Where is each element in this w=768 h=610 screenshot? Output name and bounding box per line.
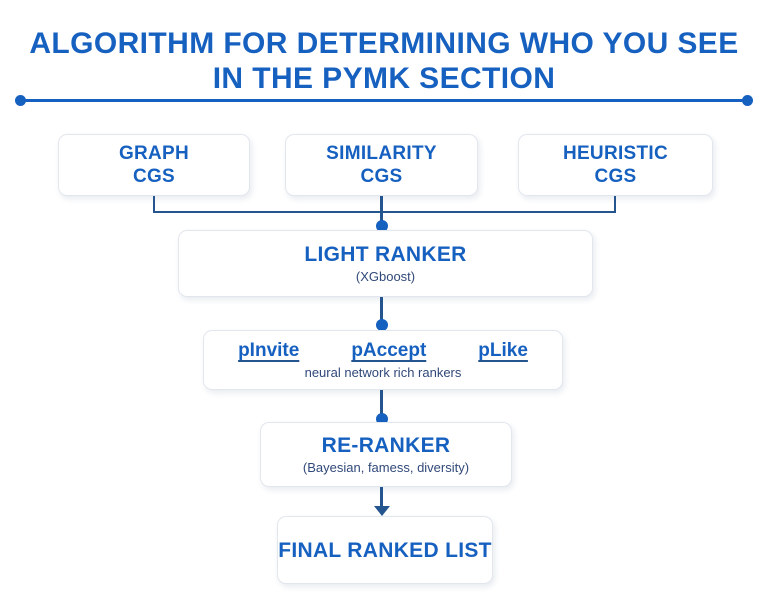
diagram-title: ALGORITHM FOR DETERMINING WHO YOU SEE IN… [0, 26, 768, 96]
connector-rich-to-reranker [380, 390, 383, 422]
rich-rankers-links: pInvite pAccept pLike [238, 340, 528, 362]
connector-dot-icon [376, 319, 388, 331]
connector-stub-graph [153, 196, 155, 212]
node-similarity-cgs-label: SIMILARITY CGS [326, 142, 437, 188]
node-graph-cgs-label: GRAPH CGS [119, 142, 189, 188]
link-plike: pLike [478, 340, 528, 361]
connector-similarity-to-light-ranker [380, 196, 383, 231]
light-ranker-subtitle: (XGboost) [355, 269, 416, 284]
node-heuristic-cgs-label: HEURISTIC CGS [563, 142, 668, 188]
node-final-ranked-list: FINAL RANKED LIST [277, 516, 493, 584]
rich-rankers-subtitle: neural network rich rankers [304, 365, 462, 380]
similarity-cgs-line2: CGS [360, 166, 403, 187]
connector-dot-icon [376, 220, 388, 232]
graph-cgs-line2: CGS [132, 166, 176, 187]
link-pinvite: pInvite [238, 340, 300, 361]
divider-right-dot-icon [742, 95, 753, 106]
node-light-ranker: LIGHT RANKER (XGboost) [178, 230, 593, 297]
re-ranker-subtitle: (Bayesian, famess, diversity) [302, 460, 470, 475]
re-ranker-title: RE-RANKER [321, 434, 451, 457]
title-line-2: IN THE PYMK SECTION [212, 62, 556, 95]
divider-left-dot-icon [15, 95, 26, 106]
heuristic-cgs-line1: HEURISTIC [562, 143, 669, 164]
final-ranked-list-title: FINAL RANKED LIST [278, 538, 492, 562]
heuristic-cgs-line2: CGS [594, 166, 637, 187]
similarity-cgs-line1: SIMILARITY [326, 143, 437, 164]
arrow-down-icon [374, 506, 390, 516]
graph-cgs-line1: GRAPH [118, 143, 190, 164]
node-similarity-cgs: SIMILARITY CGS [285, 134, 478, 196]
title-line-1: ALGORITHM FOR DETERMINING WHO YOU SEE [29, 27, 739, 60]
node-rich-rankers: pInvite pAccept pLike neural network ric… [203, 330, 563, 390]
connector-light-to-rich [380, 297, 383, 330]
connector-horizontal [153, 211, 616, 213]
link-paccept: pAccept [351, 340, 427, 361]
connector-stub-heuristic [614, 196, 616, 212]
light-ranker-title: LIGHT RANKER [304, 243, 467, 266]
title-divider [15, 95, 753, 106]
node-heuristic-cgs: HEURISTIC CGS [518, 134, 713, 196]
node-graph-cgs: GRAPH CGS [58, 134, 250, 196]
node-re-ranker: RE-RANKER (Bayesian, famess, diversity) [260, 422, 512, 487]
connector-reranker-to-final [380, 487, 383, 509]
